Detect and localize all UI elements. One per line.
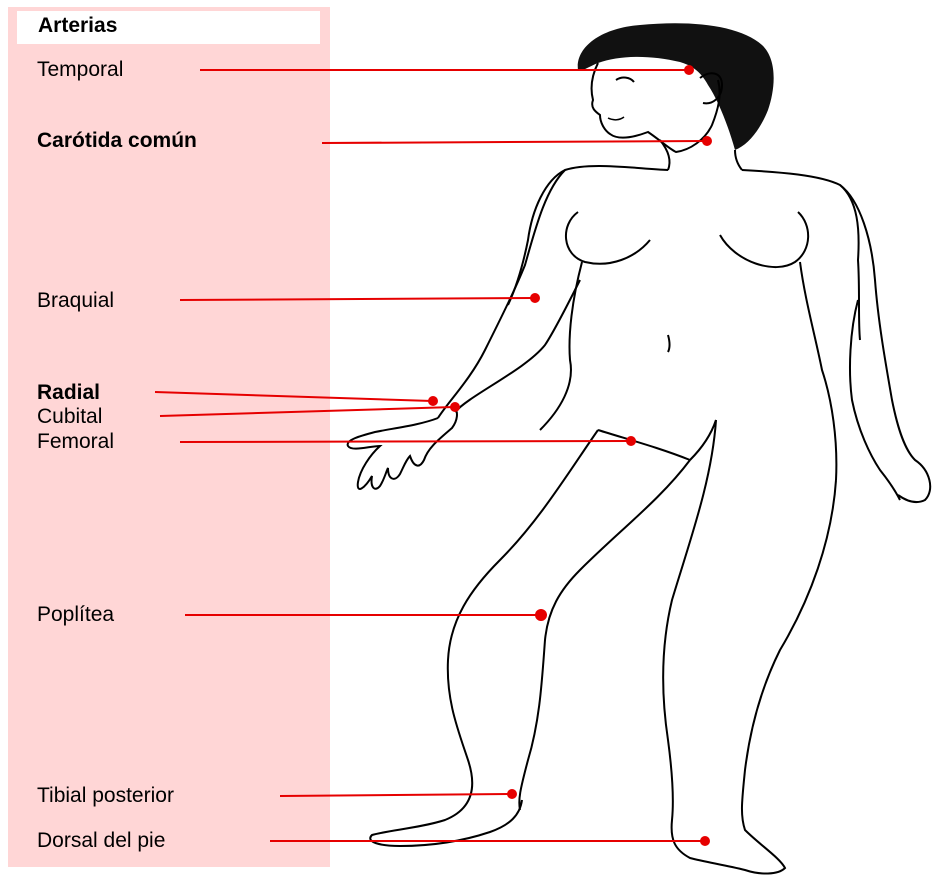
pulse-point-dorsal	[700, 836, 710, 846]
mouth	[608, 117, 624, 120]
pulse-point-carotida	[702, 136, 712, 146]
left-arm	[438, 170, 580, 418]
torso-outline	[508, 166, 860, 340]
pulse-point-radial	[428, 396, 438, 406]
pointer-line-tibial	[280, 794, 512, 796]
face-outline	[592, 63, 720, 152]
pointer-lines	[155, 70, 706, 841]
eye	[616, 78, 634, 82]
pointer-line-carotida	[322, 141, 706, 143]
pointer-line-braquial	[180, 298, 535, 300]
left-hand	[348, 408, 457, 489]
groin-line	[598, 420, 716, 460]
pulse-point-poplitea	[535, 609, 547, 621]
right-arm	[840, 185, 930, 502]
pointer-line-radial	[155, 392, 432, 401]
breasts	[566, 212, 808, 267]
pulse-point-tibial	[507, 789, 517, 799]
pulse-point-femoral	[626, 436, 636, 446]
pointer-line-cubital	[160, 407, 454, 416]
pulse-point-cubital	[450, 402, 460, 412]
neck	[660, 140, 742, 170]
pulse-point-temporal	[684, 65, 694, 75]
pointer-line-femoral	[180, 441, 630, 442]
navel	[668, 335, 670, 352]
left-leg	[370, 430, 690, 846]
pulse-point-braquial	[530, 293, 540, 303]
waist-right	[800, 262, 836, 480]
pulse-points	[428, 65, 712, 846]
right-leg	[663, 420, 836, 874]
